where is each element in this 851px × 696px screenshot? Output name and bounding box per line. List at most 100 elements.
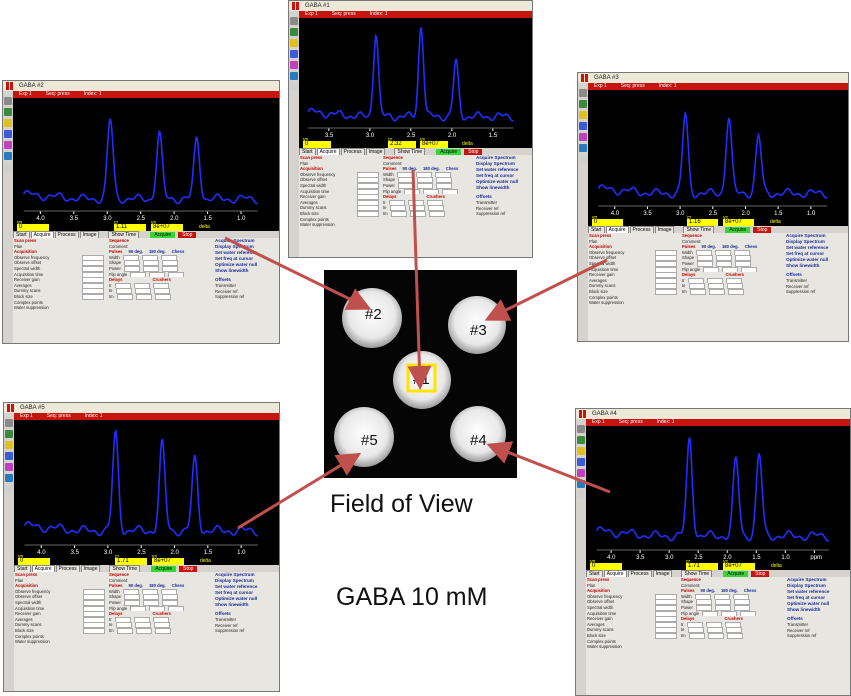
param-input[interactable] xyxy=(655,283,677,289)
stop-button[interactable]: Stop xyxy=(753,227,772,233)
param-input[interactable] xyxy=(160,588,177,595)
param-input[interactable] xyxy=(694,593,711,600)
param-input[interactable] xyxy=(149,271,166,278)
param-input[interactable] xyxy=(115,288,132,294)
param-input[interactable] xyxy=(655,593,677,600)
vp-field[interactable]: 0 xyxy=(590,563,622,570)
cr-field[interactable]: 1.11 xyxy=(114,224,146,231)
action-button[interactable]: Display Spectrum xyxy=(215,578,254,583)
menu-item[interactable]: Exp 1 xyxy=(594,83,607,89)
scroll-icon[interactable] xyxy=(577,491,585,499)
action-button[interactable]: Show linewidth xyxy=(476,185,510,190)
param-input[interactable] xyxy=(357,171,379,178)
param-input[interactable] xyxy=(123,599,140,606)
param-input[interactable] xyxy=(655,632,677,639)
acquire-button[interactable]: Acquire xyxy=(436,149,462,155)
param-input[interactable] xyxy=(124,260,141,266)
param-input[interactable] xyxy=(124,594,141,600)
param-input[interactable] xyxy=(82,265,104,272)
scroll-icon[interactable] xyxy=(4,163,12,171)
param-input[interactable] xyxy=(149,605,166,612)
param-input[interactable] xyxy=(708,288,725,295)
menu-item[interactable]: Exp 1 xyxy=(19,91,32,97)
cursor-icon[interactable] xyxy=(577,447,585,455)
param-input[interactable] xyxy=(153,288,170,294)
param-input[interactable] xyxy=(161,599,178,606)
param-input[interactable] xyxy=(655,616,677,622)
action-button[interactable]: Show linewidth xyxy=(215,268,249,273)
cursor-icon[interactable] xyxy=(5,441,13,449)
action-button[interactable]: Set water reference xyxy=(786,245,829,250)
param-input[interactable] xyxy=(82,260,104,266)
param-input[interactable] xyxy=(389,205,406,211)
param-input[interactable] xyxy=(655,260,677,267)
param-input[interactable] xyxy=(655,610,677,617)
action-button[interactable]: Set freq at cursor xyxy=(476,173,515,178)
param-input[interactable] xyxy=(143,594,160,600)
region-icon[interactable] xyxy=(5,463,13,471)
param-input[interactable] xyxy=(168,271,185,278)
action-button[interactable]: Set water reference xyxy=(215,584,258,589)
action-button[interactable]: Set freq at cursor xyxy=(215,590,254,595)
param-input[interactable] xyxy=(655,266,677,273)
param-input[interactable] xyxy=(83,622,105,628)
action-button[interactable]: Set water reference xyxy=(476,167,519,172)
param-input[interactable] xyxy=(695,249,712,256)
param-input[interactable] xyxy=(141,254,158,261)
param-input[interactable] xyxy=(82,293,104,300)
param-input[interactable] xyxy=(442,188,459,195)
menu-item[interactable]: Seq: press xyxy=(45,91,70,97)
action-button[interactable]: Display Spectrum xyxy=(787,583,826,588)
param-input[interactable] xyxy=(655,277,677,284)
param-input[interactable] xyxy=(143,260,160,266)
pencil-icon[interactable] xyxy=(290,28,298,36)
param-input[interactable] xyxy=(357,199,379,206)
param-input[interactable] xyxy=(655,288,677,295)
param-input[interactable] xyxy=(82,277,104,283)
param-input[interactable] xyxy=(116,627,133,634)
param-input[interactable] xyxy=(141,588,158,595)
stop-button[interactable]: Stop xyxy=(179,566,198,572)
param-input[interactable] xyxy=(161,265,178,272)
param-input[interactable] xyxy=(655,604,677,611)
action-button[interactable]: Optimize water null xyxy=(476,179,519,184)
zoom-icon[interactable] xyxy=(5,419,13,427)
param-input[interactable] xyxy=(152,282,169,289)
param-input[interactable] xyxy=(706,627,723,633)
menu-item[interactable]: Exp 1 xyxy=(305,11,318,17)
circle-icon[interactable] xyxy=(579,144,587,152)
arrow-right-icon[interactable] xyxy=(577,458,585,466)
param-input[interactable] xyxy=(688,283,705,289)
param-input[interactable] xyxy=(122,588,139,595)
param-input[interactable] xyxy=(726,632,743,639)
zoom-icon[interactable] xyxy=(577,425,585,433)
param-input[interactable] xyxy=(82,288,104,294)
param-input[interactable] xyxy=(688,632,705,639)
param-input[interactable] xyxy=(160,254,177,261)
action-button[interactable]: Show linewidth xyxy=(787,607,821,612)
vs-field[interactable]: 8e+07 xyxy=(152,558,184,565)
action-button[interactable]: Set freq at cursor xyxy=(786,251,825,256)
param-input[interactable] xyxy=(83,588,105,595)
param-input[interactable] xyxy=(130,271,147,278)
param-input[interactable] xyxy=(436,177,453,183)
menu-item[interactable]: Index: 1 xyxy=(84,413,103,419)
cr-field[interactable]: 1.71 xyxy=(686,563,718,570)
param-input[interactable] xyxy=(655,272,677,278)
param-input[interactable] xyxy=(409,210,426,217)
param-input[interactable] xyxy=(689,288,706,295)
param-input[interactable] xyxy=(153,622,170,628)
param-input[interactable] xyxy=(134,622,151,628)
param-input[interactable] xyxy=(696,599,713,605)
cursor-icon[interactable] xyxy=(4,119,12,127)
circle-icon[interactable] xyxy=(290,72,298,80)
action-button[interactable]: Acquire Spectrum xyxy=(476,155,516,160)
param-input[interactable] xyxy=(122,254,139,261)
pencil-icon[interactable] xyxy=(4,108,12,116)
param-input[interactable] xyxy=(696,260,713,267)
action-button[interactable]: Optimize water null xyxy=(215,596,258,601)
param-input[interactable] xyxy=(83,627,105,634)
param-input[interactable] xyxy=(655,255,677,261)
param-input[interactable] xyxy=(655,599,677,605)
